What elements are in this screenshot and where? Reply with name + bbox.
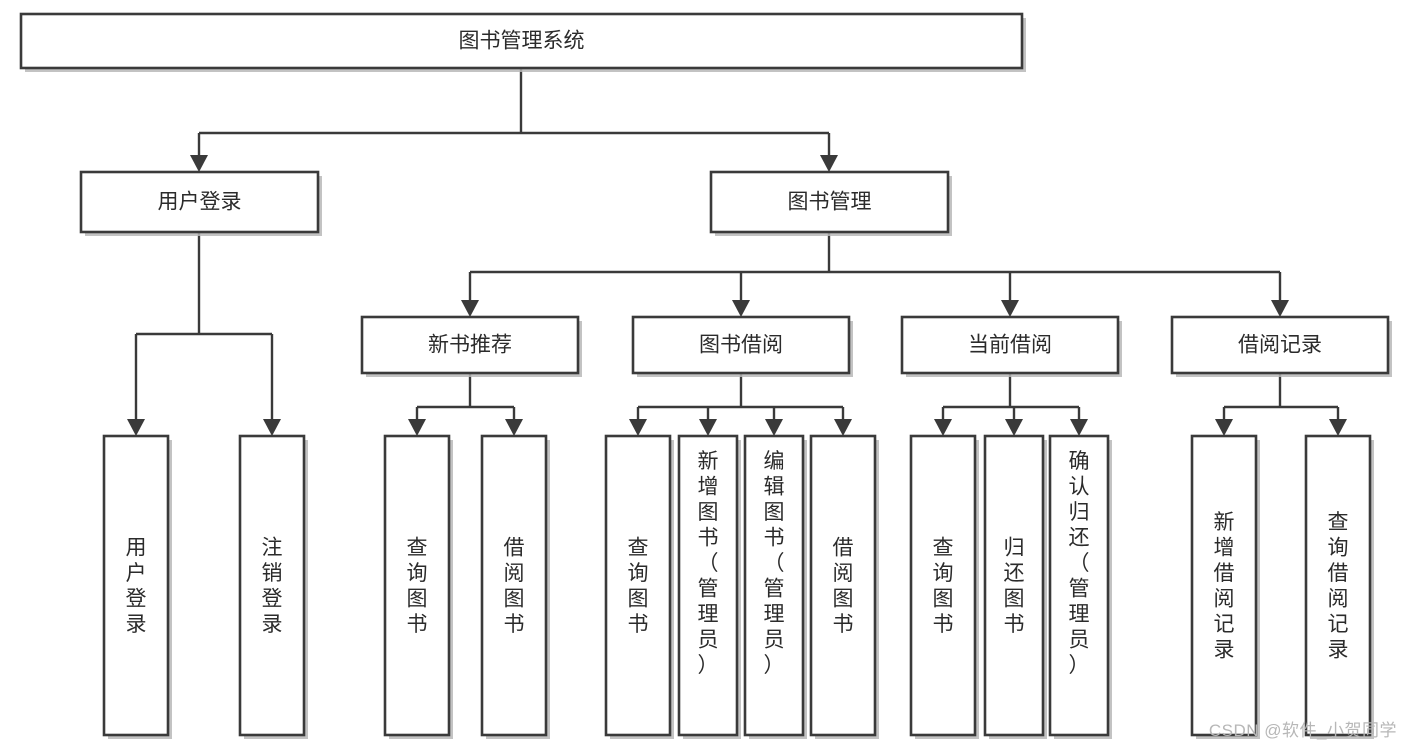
connector-group [934, 373, 1088, 436]
node-rect[interactable] [709, 170, 950, 234]
node-rect[interactable] [909, 434, 977, 737]
node-label: 图书管理系统 [459, 30, 585, 53]
leaf-node-leaf-confirm-return[interactable]: 确认归还（管理员） [1048, 434, 1112, 739]
connector-group [190, 68, 838, 172]
node-root[interactable]: 图书管理系统 [19, 12, 1026, 72]
node-rect[interactable] [983, 434, 1045, 737]
node-rect[interactable] [360, 315, 580, 375]
node-rect[interactable] [102, 434, 170, 737]
node-rect[interactable] [1048, 434, 1110, 737]
node-label: 编辑图书（管理员） [764, 450, 785, 677]
leaf-node-leaf-return-book[interactable]: 归还图书 [983, 434, 1047, 739]
leaf-node-leaf-query-book-current[interactable]: 查询图书 [909, 434, 979, 739]
node-label: 图书借阅 [699, 334, 783, 357]
node-borrow-record[interactable]: 借阅记录 [1170, 315, 1392, 377]
node-rect[interactable] [743, 434, 805, 737]
node-rect[interactable] [238, 434, 306, 737]
node-label: 查询借阅记录 [1328, 511, 1349, 662]
node-rect[interactable] [79, 170, 320, 234]
node-label: 图书管理 [788, 191, 872, 214]
leaf-node-leaf-query-borrow-record[interactable]: 查询借阅记录 [1304, 434, 1374, 739]
node-layer: 图书管理系统用户登录图书管理新书推荐图书借阅当前借阅借阅记录用户登录注销登录查询… [19, 12, 1392, 739]
node-label: 查询图书 [933, 536, 954, 636]
leaf-node-leaf-add-borrow-record[interactable]: 新增借阅记录 [1190, 434, 1260, 739]
leaf-node-leaf-user-logout[interactable]: 注销登录 [238, 434, 308, 739]
node-rect[interactable] [480, 434, 548, 737]
leaf-node-leaf-query-book-recommend[interactable]: 查询图书 [383, 434, 453, 739]
node-book-borrow[interactable]: 图书借阅 [631, 315, 853, 377]
connector-layer [127, 68, 1347, 436]
node-label: 借阅图书 [504, 536, 525, 636]
leaf-node-leaf-add-book[interactable]: 新增图书（管理员） [677, 434, 741, 739]
connector-group [408, 373, 523, 436]
connector-group [629, 373, 852, 436]
node-label: 新增图书（管理员） [698, 450, 719, 677]
connector-group [461, 232, 1289, 317]
leaf-node-leaf-borrow-book-recommend[interactable]: 借阅图书 [480, 434, 550, 739]
node-label: 确认归还（管理员） [1069, 450, 1090, 677]
node-user-login[interactable]: 用户登录 [79, 170, 322, 236]
node-label: 归还图书 [1004, 536, 1025, 636]
leaf-node-leaf-borrow-book[interactable]: 借阅图书 [809, 434, 879, 739]
node-label: 借阅图书 [833, 536, 854, 636]
connector-group [127, 232, 281, 436]
node-label: 当前借阅 [968, 334, 1052, 357]
node-book-management[interactable]: 图书管理 [709, 170, 952, 236]
node-rect[interactable] [809, 434, 877, 737]
node-rect[interactable] [677, 434, 739, 737]
node-rect[interactable] [19, 12, 1024, 70]
leaf-node-leaf-query-book-borrow[interactable]: 查询图书 [604, 434, 674, 739]
node-label: 查询图书 [628, 536, 649, 636]
node-current-borrow[interactable]: 当前借阅 [900, 315, 1122, 377]
node-label: 新增借阅记录 [1214, 511, 1235, 662]
leaf-node-leaf-edit-book[interactable]: 编辑图书（管理员） [743, 434, 807, 739]
watermark-label: CSDN @软件_小贺同学 [1208, 721, 1397, 740]
connector-group [1215, 373, 1347, 436]
node-label: 注销登录 [262, 536, 283, 636]
leaf-node-leaf-user-login[interactable]: 用户登录 [102, 434, 172, 739]
node-label: 新书推荐 [428, 334, 512, 357]
node-label: 借阅记录 [1238, 334, 1322, 357]
node-rect[interactable] [383, 434, 451, 737]
node-rect[interactable] [1190, 434, 1258, 737]
node-new-book-recommend[interactable]: 新书推荐 [360, 315, 582, 377]
node-rect[interactable] [1304, 434, 1372, 737]
node-rect[interactable] [631, 315, 851, 375]
node-label: 用户登录 [158, 191, 242, 214]
node-label: 查询图书 [407, 536, 428, 636]
node-label: 用户登录 [126, 536, 147, 636]
node-rect[interactable] [1170, 315, 1390, 375]
node-rect[interactable] [604, 434, 672, 737]
node-rect[interactable] [900, 315, 1120, 375]
